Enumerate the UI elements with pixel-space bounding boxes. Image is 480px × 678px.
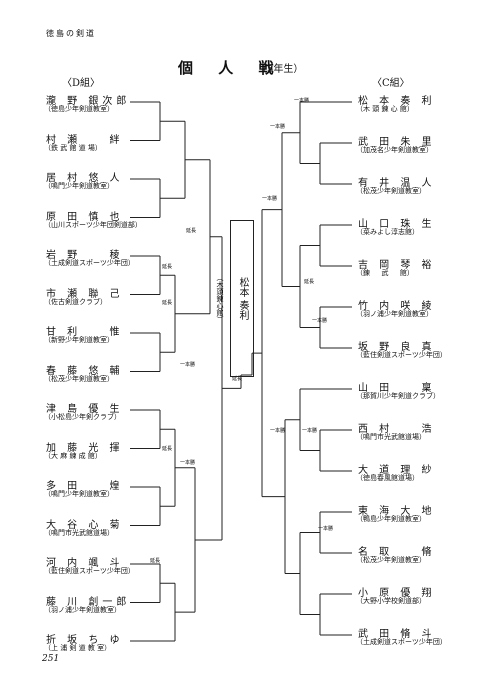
left-entrant-club: （上 浦 剣 道 教 室） xyxy=(44,644,112,652)
right-entrant-name: 坂 野 良 真 xyxy=(358,342,436,353)
encho-mark: 延長 xyxy=(304,278,314,285)
right-entrant-name: 有 井 温 人 xyxy=(358,178,436,189)
right-entrant-name: 武 田 朱 里 xyxy=(358,137,436,148)
left-entrant-club: （新野少年剣道教室） xyxy=(44,336,114,344)
left-entrant-name: 瀧 野 銀次郎 xyxy=(46,96,131,107)
right-entrant-name: 竹 内 咲 綾 xyxy=(358,301,436,312)
left-entrant-name: 市 瀬 聯 己 xyxy=(46,288,124,300)
page-title: 個 人 戦 xyxy=(178,59,284,77)
left-entrant-name: 居 村 悠 人 xyxy=(46,173,124,184)
left-entrant-name: 原 田 慎 也 xyxy=(46,211,124,223)
group-c-label: 〈C組〉 xyxy=(372,78,410,89)
right-entrant-club: （羽ノ浦少年剣道教室） xyxy=(356,310,433,318)
right-entrant-club: （松茂少年剣道教室） xyxy=(356,556,426,564)
champion-box: 松本 奏利 （木頭錬心館） xyxy=(216,220,254,377)
right-entrant-club: （菜みよし淳志館） xyxy=(356,228,419,236)
right-entrant-club: （大野小学校剣道部） xyxy=(356,597,426,605)
ippon-mark: 一本勝 xyxy=(318,525,333,532)
encho-mark: 延長 xyxy=(150,557,160,564)
right-entrant-club: （錬 武 館） xyxy=(356,269,414,277)
left-entrant-club: （土成剣道スポーツ少年団） xyxy=(44,259,135,267)
left-entrant-club: （徳島少年剣道教室） xyxy=(44,105,114,113)
left-entrant-club: （鳴門少年剣道教室） xyxy=(44,182,114,190)
right-entrant-name: 大 道 理 紗 xyxy=(358,465,436,476)
left-entrant-club: （鉄 武 館 道 場） xyxy=(44,143,102,152)
encho-mark: 延長 xyxy=(186,227,196,234)
left-entrant-name: 甘 利 惟 xyxy=(46,327,124,338)
left-entrant-name: 加 藤 光 揮 xyxy=(46,442,124,454)
right-entrant-club: （加茂名少年剣道教室） xyxy=(356,146,433,154)
left-entrant-name: 多 田 煌 xyxy=(46,481,124,492)
ippon-mark: 一本勝 xyxy=(262,195,277,202)
page-subtitle: （5年生） xyxy=(257,64,304,75)
right-entrant-club: （松茂少年剣道教室） xyxy=(356,187,426,195)
left-entrant-club: （小松島少年剣クラブ） xyxy=(44,413,121,421)
right-entrant-name: 西 村 浩 xyxy=(358,424,436,435)
right-entrant-club: （鴨島少年剣道教室） xyxy=(356,515,426,523)
encho-mark: 延長 xyxy=(162,445,172,452)
left-entrant-name: 河 内 颯 斗 xyxy=(46,558,124,569)
left-entrant-club: （藍住剣道スポーツ少年団） xyxy=(44,567,135,575)
page-header: 徳島の剣道 xyxy=(46,29,96,38)
left-entrant-club: （佐古剣道クラブ） xyxy=(44,297,107,306)
ippon-mark: 一本勝 xyxy=(180,361,195,368)
right-entrant-club: （木 頭 錬 心 館） xyxy=(356,105,414,113)
champion-club: （木頭錬心館） xyxy=(216,274,224,323)
ippon-mark: 一本勝 xyxy=(294,97,309,104)
champion-name: 松本 奏利 xyxy=(237,276,248,321)
right-entrant-name: 名 取 脩 xyxy=(358,547,436,558)
right-entrant-name: 小 原 優 翔 xyxy=(358,588,436,599)
ippon-mark: 一本勝 xyxy=(180,459,195,466)
left-entrant-name: 春 藤 悠 輔 xyxy=(46,365,124,377)
right-entrant-club: （藍住剣道スポーツ少年団） xyxy=(356,351,447,359)
left-entrant-name: 大 谷 心 菊 xyxy=(46,519,124,531)
right-entrant-name: 武 田 脩 斗 xyxy=(358,629,436,640)
left-entrant-club: （山川スポーツ少年団剣道部） xyxy=(44,220,142,229)
right-entrant-name: 松 本 奏 利 xyxy=(358,96,436,107)
page-number: 251 xyxy=(42,654,60,664)
right-entrant-club: （鳴門市光武館道場） xyxy=(356,433,426,441)
right-entrant-name: 東 海 大 地 xyxy=(358,506,436,517)
left-entrant-name: 津 島 優 生 xyxy=(46,404,124,415)
encho-mark: 延長 xyxy=(232,375,242,382)
right-entrant-name: 吉 岡 琴 裕 xyxy=(358,260,436,271)
left-entrant-name: 村 瀬 絆 xyxy=(46,134,124,146)
encho-mark: 延長 xyxy=(162,263,172,270)
group-d-label: 〈D組〉 xyxy=(62,78,101,89)
left-entrant-name: 藤 川 創一郎 xyxy=(46,596,131,608)
right-entrant-club: （徳島春風館道場） xyxy=(356,474,419,482)
left-entrant-name: 折 坂 ち ゆ xyxy=(46,635,124,646)
ippon-mark: 一本勝 xyxy=(312,317,327,324)
left-entrant-club: （大 麻 練 成 館） xyxy=(44,451,102,460)
right-entrant-name: 山 田 稟 xyxy=(358,383,436,394)
left-entrant-club: （松茂少年剣道教室） xyxy=(44,374,114,383)
ippon-mark: 一本勝 xyxy=(270,123,285,130)
ippon-mark: 一本勝 xyxy=(270,427,285,434)
right-entrant-club: （土成剣道スポーツ少年団） xyxy=(356,638,447,646)
ippon-mark: 一本勝 xyxy=(302,427,317,434)
right-entrant-name: 山 口 珠 生 xyxy=(358,219,436,230)
left-entrant-name: 岩 野 稜 xyxy=(46,250,124,261)
left-entrant-club: （羽ノ浦少年剣道教室） xyxy=(44,605,121,614)
left-entrant-club: （鳴門少年剣道教室） xyxy=(44,490,114,498)
left-entrant-club: （鳴門市光武館道場） xyxy=(44,528,114,537)
encho-mark: 延長 xyxy=(162,299,172,306)
right-entrant-club: （那賀川少年剣道クラブ） xyxy=(356,392,440,400)
